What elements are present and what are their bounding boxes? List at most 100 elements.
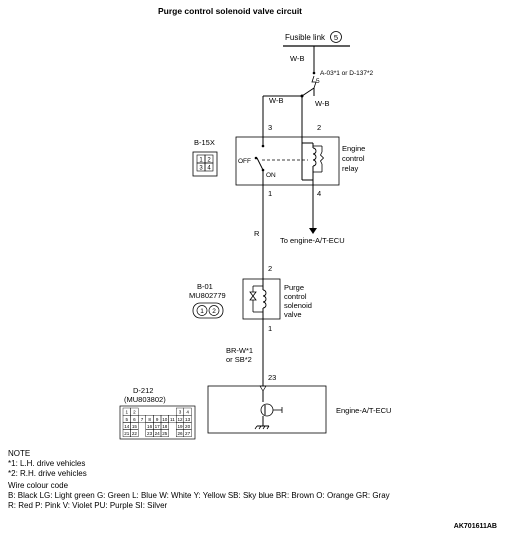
ecu-connector-pin: 26 — [177, 431, 183, 436]
ecu-connector-pin: 11 — [170, 417, 175, 422]
ecu-connector-pin: 22 — [132, 431, 138, 436]
ecu-connector-pin: 10 — [162, 417, 168, 422]
ecu-connector-pin: 19 — [177, 424, 183, 429]
ecu-connector-cell — [183, 429, 192, 438]
arrow-down-icon — [309, 228, 317, 234]
relay-switch-off-contact — [254, 156, 258, 160]
wire-label-sb: or SB*2 — [226, 355, 252, 364]
solenoid-valve-box — [242, 278, 281, 320]
connector-a03-pin: 5 — [316, 78, 320, 85]
wire-code-heading: Wire colour code — [8, 481, 69, 490]
note-line-2: *2: R.H. drive vehicles — [8, 469, 87, 478]
wire-label-r: R — [254, 229, 260, 238]
ecu-connector-cell — [130, 429, 139, 438]
ecu-connector-pin: 1 — [126, 410, 129, 415]
relay-name-line3: relay — [342, 164, 359, 173]
valve-name-line2: control — [284, 292, 307, 301]
relay-connector-outline — [192, 151, 218, 177]
to-ecu-label: To engine-A/T-ECU — [280, 236, 345, 245]
valve-name-line1: Purge — [284, 283, 304, 292]
ecu-connector-outline — [119, 405, 196, 440]
note-heading: NOTE — [8, 449, 31, 458]
ecu-connector-pin: 25 — [162, 431, 168, 436]
ecu-connector-pin: 24 — [155, 431, 161, 436]
ecu-connector-cell — [160, 429, 169, 438]
relay-switch-arm — [256, 157, 264, 171]
ecu-box — [207, 385, 327, 434]
ecu-connector-pin: 18 — [162, 424, 168, 429]
relay-connector-pin: 3 — [199, 166, 203, 172]
wire-label-wb-right: W-B — [315, 99, 329, 108]
wire-label-wb-left: W-B — [269, 96, 283, 105]
relay-pin-4: 4 — [317, 189, 321, 198]
ecu-connector-pin: 4 — [186, 410, 189, 415]
ecu-connector-pin: 23 — [147, 431, 153, 436]
connector-a03-label: A-03*1 or D-137*2 — [320, 70, 373, 77]
ecu-connector-pin: 21 — [124, 431, 130, 436]
diagram-title: Purge control solenoid valve circuit — [158, 6, 302, 16]
ecu-connector-pin: 6 — [133, 417, 136, 422]
relay-pin-2: 2 — [317, 123, 321, 132]
notes-block: NOTE *1: L.H. drive vehicles *2: R.H. dr… — [8, 449, 390, 511]
ecu-connector-pin: 13 — [185, 417, 191, 422]
relay-off-label: OFF — [238, 158, 251, 165]
ground-hatch — [262, 425, 266, 430]
ecu-connector-pin: 27 — [185, 431, 191, 436]
fusible-link-label: Fusible link — [285, 33, 326, 42]
fusible-link-number-circle — [330, 31, 342, 43]
relay-connector-pin: 1 — [199, 158, 203, 164]
ecu-connector-pin: 17 — [155, 424, 161, 429]
ecu-connector-pin: 20 — [185, 424, 191, 429]
ground-hatch — [266, 425, 270, 430]
ecu-input-marker-icon — [259, 385, 267, 392]
valve-connector-pin-circle — [208, 305, 220, 316]
valve-connector-pin-circle — [196, 305, 208, 316]
ecu-connector-pin: 14 — [124, 424, 130, 429]
connector-a03-junction — [312, 71, 316, 75]
relay-name-line2: control — [342, 154, 365, 163]
ecu-pin-23: 23 — [268, 373, 276, 382]
wire-label-brw: BR-W*1 — [226, 346, 253, 355]
relay-pin-1: 1 — [268, 189, 272, 198]
valve-connector-part-no: MU802779 — [189, 291, 226, 300]
ecu-name: Engine-A/T-ECU — [336, 406, 391, 415]
wire-code-line-2: R: Red P: Pink V: Violet PU: Purple SI: … — [8, 501, 168, 510]
connector-zigzag — [311, 75, 317, 89]
wire-label-wb-top: W-B — [290, 54, 304, 63]
ecu-connector-pin: 15 — [132, 424, 138, 429]
valve-connector-pin: 1 — [200, 308, 204, 315]
relay-connector-pin: 2 — [207, 158, 211, 164]
relay-name-line1: Engine — [342, 144, 365, 153]
valve-name-line3: solenoid — [284, 301, 312, 310]
relay-connector-label: B-15X — [194, 138, 215, 147]
ecu-connector-pin: 16 — [147, 424, 153, 429]
ground-hatch — [254, 425, 258, 430]
ecu-connector-part-no: (MU803802) — [124, 395, 166, 404]
note-line-1: *1: L.H. drive vehicles — [8, 459, 86, 468]
ecu-connector-label: D-212 — [133, 386, 153, 395]
ground-hatch — [258, 425, 262, 430]
relay-pin-3: 3 — [268, 123, 272, 132]
ecu-connector-pin: 9 — [156, 417, 159, 422]
valve-connector-pin: 2 — [212, 308, 216, 315]
engine-control-relay-box — [235, 136, 340, 186]
valve-coil-icon — [262, 289, 267, 309]
valve-name-line4: valve — [284, 310, 302, 319]
valve-connector-outline — [192, 302, 224, 319]
relay-resistor-icon — [320, 151, 325, 165]
ecu-connector-pin: 2 — [133, 410, 136, 415]
ecu-connector-pin: 8 — [148, 417, 151, 422]
ecu-connector-pin: 7 — [141, 417, 144, 422]
ecu-transistor-icon — [260, 403, 274, 417]
figure-id: AK701611AB — [454, 523, 497, 530]
valve-connector-label: B-01 — [197, 282, 213, 291]
relay-coil-icon — [312, 147, 317, 167]
relay-on-label: ON — [266, 172, 276, 179]
ecu-connector-pin: 5 — [126, 417, 129, 422]
valve-pin-2: 2 — [268, 264, 272, 273]
relay-connector-pin: 4 — [207, 166, 211, 172]
ecu-connector-pin: 12 — [177, 417, 183, 422]
wire-split-diagonal — [301, 87, 315, 97]
